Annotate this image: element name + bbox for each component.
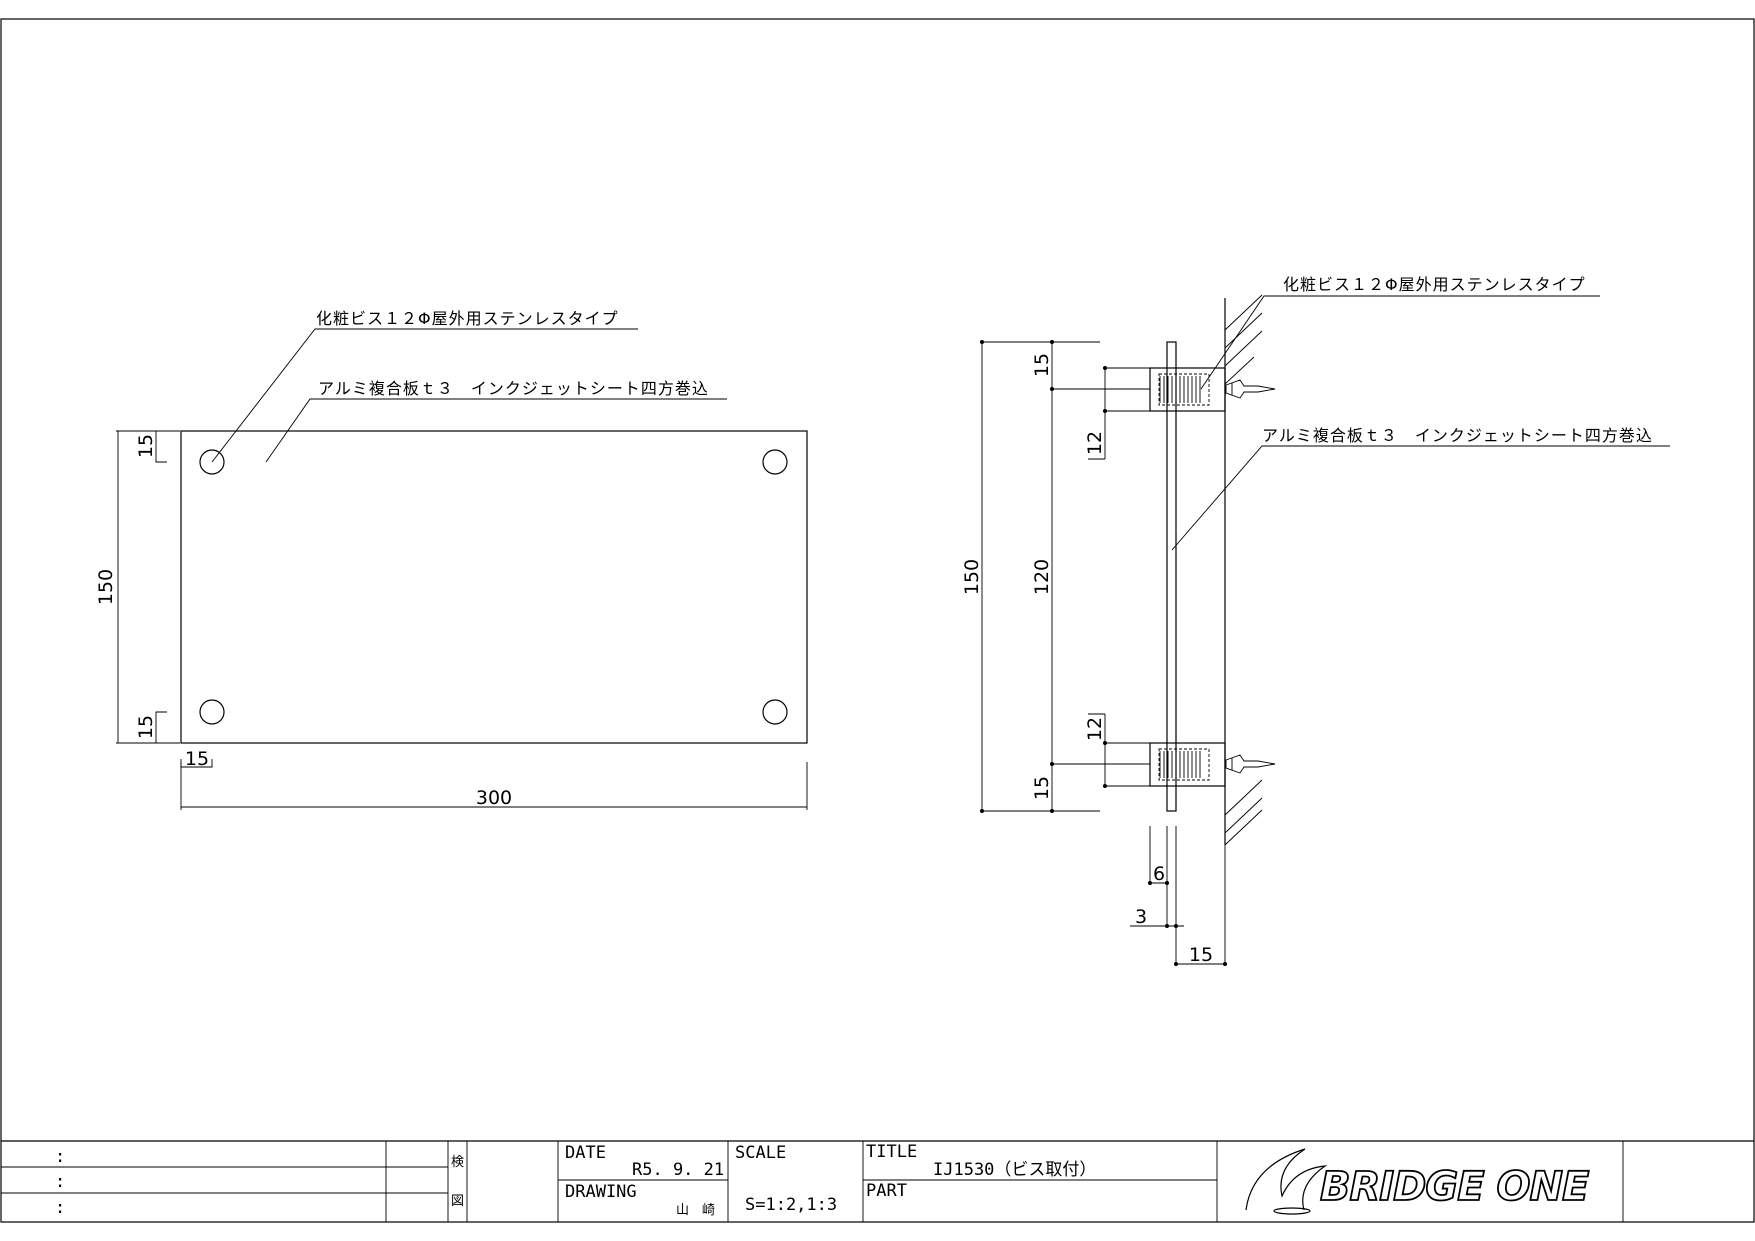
dim-side-pitch: 120 [1031, 559, 1053, 595]
leader-screw-side [1200, 295, 1600, 390]
leader-screw-front [211, 328, 638, 463]
screw-hole-bottom-left [199, 699, 225, 725]
drawing-value: 山 崎 [676, 1203, 715, 1218]
sign-plate-section [1166, 341, 1177, 812]
dim-side-total: 150 [961, 559, 983, 595]
front-view: 化粧ビス１２Φ屋外用ステンレスタイプ アルミ複合板ｔ３ インクジェットシート四方… [95, 309, 808, 810]
scale-label: SCALE [735, 1143, 786, 1163]
dim-side-top-12: 12 [1084, 431, 1106, 455]
dim-side-bottom-12: 12 [1084, 717, 1106, 741]
screw-hole-bottom-right [762, 699, 788, 725]
title-block-row-3: : [55, 1198, 65, 1218]
note-screw-side: 化粧ビス１２Φ屋外用ステンレスタイプ [1283, 275, 1586, 294]
bridge-one-logo: BRIDGE ONE [1245, 1148, 1591, 1215]
note-plate-front: アルミ複合板ｔ３ インクジェットシート四方巻込 [318, 379, 709, 398]
dim-side-3: 3 [1135, 906, 1147, 928]
dim-side-bottom-15: 15 [1031, 776, 1053, 800]
logo-text: BRIDGE ONE [1320, 1164, 1589, 1210]
sign-plate-front [180, 430, 808, 744]
spacer-top [1149, 367, 1276, 412]
leader-plate-side [1171, 445, 1670, 551]
drawing-label: DRAWING [565, 1182, 637, 1202]
note-plate-side: アルミ複合板ｔ３ インクジェットシート四方巻込 [1262, 426, 1653, 445]
spacer-bottom [1149, 742, 1276, 787]
scale-value: S=1:2,1:3 [745, 1195, 837, 1215]
draw-label: 図 [451, 1194, 464, 1209]
part-label: PART [866, 1181, 907, 1201]
wall-hatching-bottom [1224, 779, 1263, 846]
note-screw-front: 化粧ビス１２Φ屋外用ステンレスタイプ [316, 309, 619, 328]
dim-front-bottom-offset: 15 [135, 715, 157, 739]
dim-side-15-depth: 15 [1189, 944, 1213, 966]
title-block: : : : 検 図 DATE R5. 9. 21 DRAWING 山 崎 SCA… [1, 1140, 1754, 1222]
check-label: 検 [451, 1155, 464, 1170]
wall-hatching-top [1224, 294, 1263, 385]
date-label: DATE [565, 1143, 606, 1163]
dim-front-left-offset: 15 [185, 748, 209, 770]
date-value: R5. 9. 21 [632, 1160, 724, 1180]
screw-hole-top-right [762, 449, 788, 475]
leader-plate-front [265, 398, 727, 463]
dim-side-top-15: 15 [1031, 353, 1053, 377]
title-label: TITLE [866, 1142, 917, 1162]
drawing-frame [0, 18, 1755, 1223]
side-view: 化粧ビス１２Φ屋外用ステンレスタイプ アルミ複合板ｔ３ インクジェットシート四方… [961, 275, 1670, 966]
dim-side-6: 6 [1153, 863, 1165, 885]
screw-hole-top-left [199, 449, 225, 475]
title-block-row-1: : [55, 1147, 65, 1167]
title-value: IJ1530（ビス取付） [933, 1160, 1096, 1180]
title-block-row-2: : [55, 1172, 65, 1192]
dim-front-width: 300 [476, 787, 512, 809]
dim-front-top-offset: 15 [135, 434, 157, 458]
dim-front-height: 150 [95, 569, 117, 605]
